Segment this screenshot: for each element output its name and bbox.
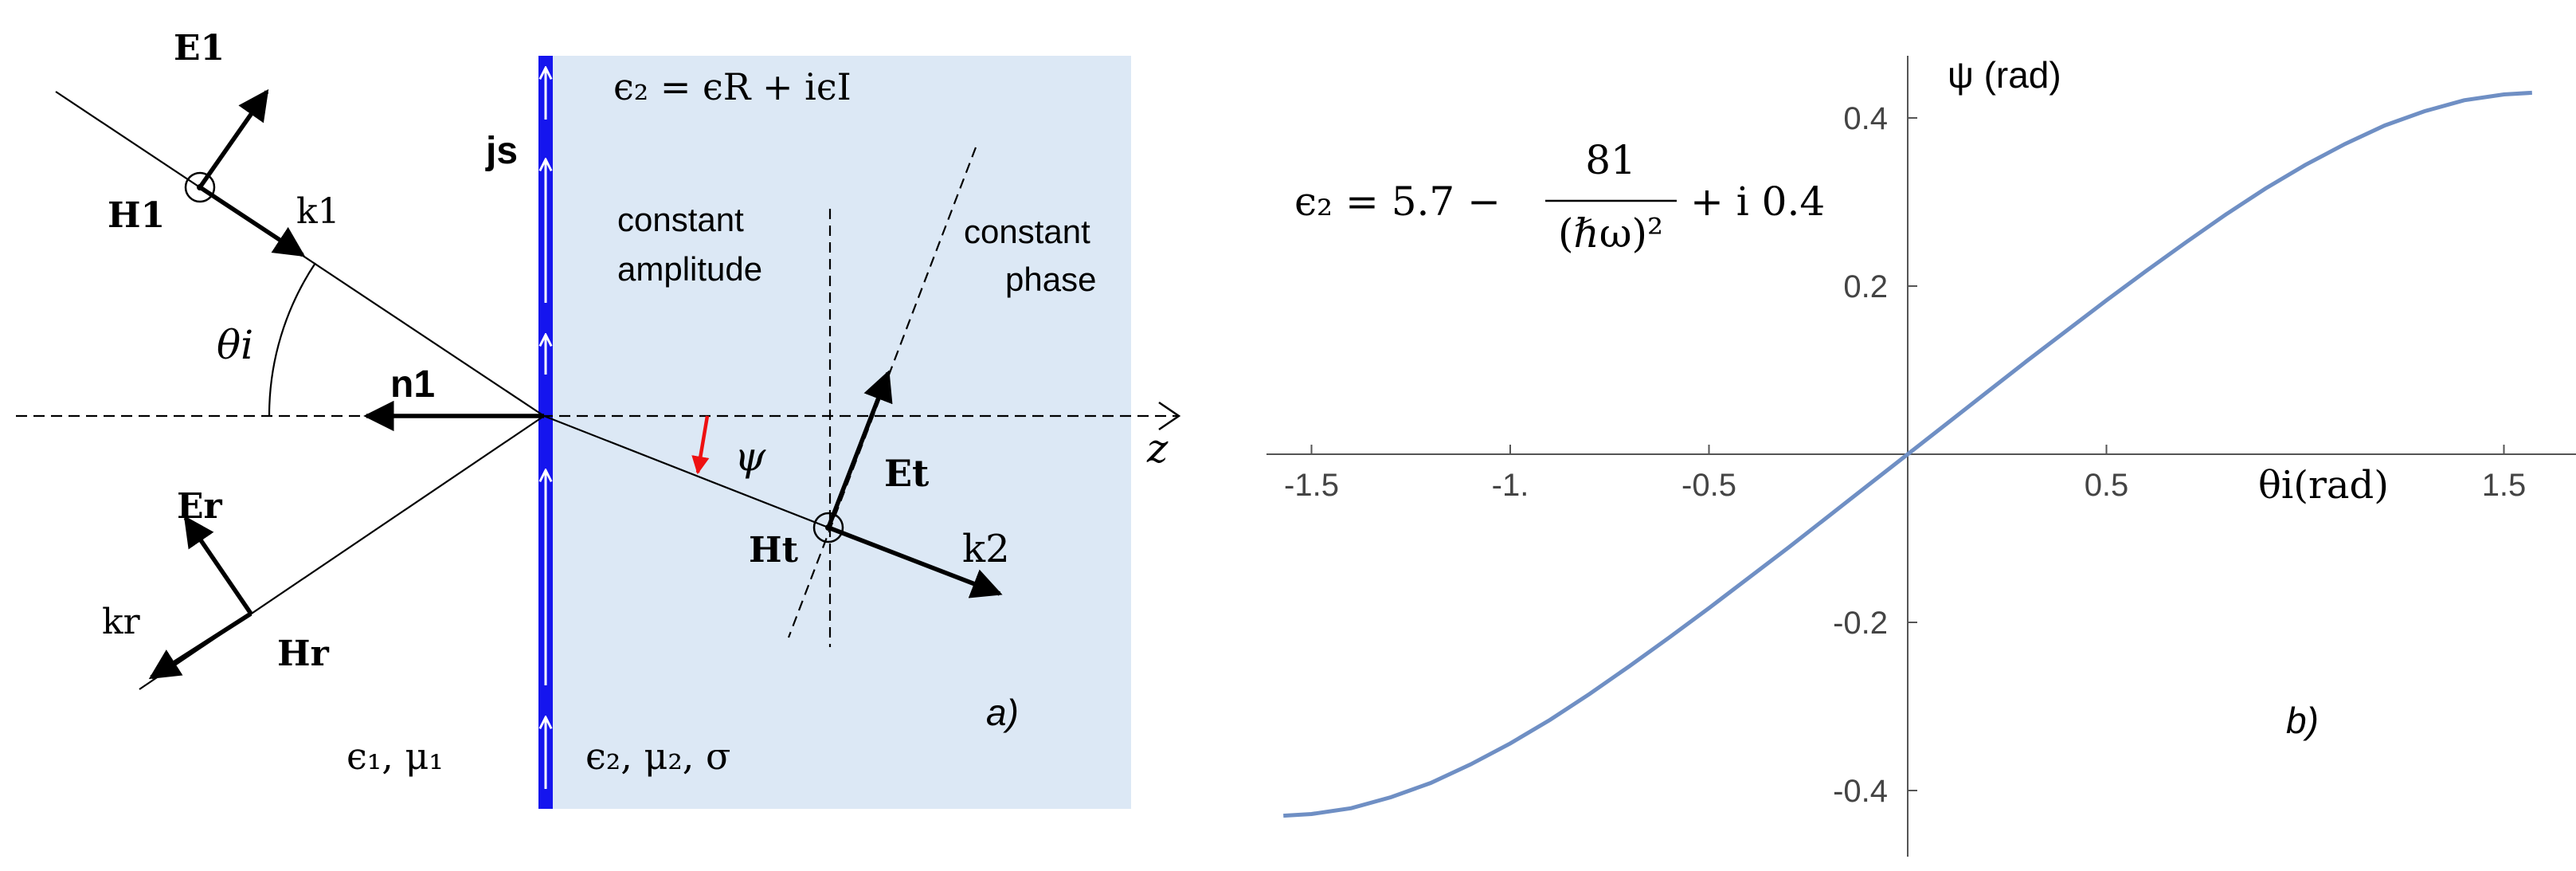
x-axis-label: θi(rad) — [2258, 463, 2389, 508]
H1-circle — [184, 171, 216, 203]
x-tick-label: 0.5 — [2085, 468, 2129, 503]
panel-a: ϵ₂ = ϵR + iϵI js E1 H1 k1 θi n1 z ψ Er H… — [16, 28, 1181, 809]
k2-arrow — [828, 525, 1003, 598]
x-tick-label: -0.5 — [1681, 468, 1736, 503]
y-axis-label: ψ (rad) — [1948, 54, 2061, 96]
eps2-formula: ϵ₂ = ϵR + iϵI — [613, 65, 851, 108]
formula-numerator: 81 — [1585, 137, 1636, 183]
formula-rhs: + i 0.4 — [1690, 179, 1825, 225]
constant-phase-plane — [787, 147, 977, 638]
medium-1-label: ϵ₁, μ₁ — [346, 735, 444, 778]
n1-label: n1 — [390, 363, 435, 406]
k1-label: k1 — [296, 191, 340, 232]
medium-2-label: ϵ₂, μ₂, σ — [585, 735, 730, 778]
constant-phase-label-1: constant — [964, 213, 1090, 250]
E1-arrow — [198, 88, 269, 189]
transmitted-ray — [543, 414, 829, 529]
x-ticks: -1.5 -1. -0.5 0.5 1.5 — [1284, 445, 2526, 503]
H1-label: H1 — [108, 195, 165, 236]
psi-red-arrow — [691, 415, 710, 475]
theta-i-arc — [268, 262, 316, 417]
x-tick-label: 1.5 — [2482, 468, 2527, 503]
Et-label: Et — [884, 452, 930, 495]
kr-label: kr — [102, 602, 141, 642]
panel-a-label: a) — [986, 692, 1019, 733]
E1-label: E1 — [174, 28, 225, 69]
k1-arrow — [198, 185, 306, 257]
z-axis-arrowhead — [1158, 401, 1181, 431]
z-label: z — [1146, 426, 1169, 472]
constant-amplitude-label-1: constant — [617, 201, 744, 238]
x-tick-label: -1.5 — [1284, 468, 1339, 503]
Er-label: Er — [177, 486, 223, 527]
constant-amplitude-label-2: amplitude — [617, 250, 762, 288]
js-label: js — [485, 130, 518, 172]
psi-label: ψ — [734, 434, 766, 480]
Ht-label: Ht — [749, 530, 799, 571]
H1-dot — [197, 184, 203, 190]
constant-phase-label-2: phase — [1005, 261, 1096, 298]
y-tick-label: -0.4 — [1833, 774, 1888, 809]
y-tick-label: 0.2 — [1843, 269, 1888, 304]
surface-current-strip — [538, 56, 553, 809]
panel-b: -1.5 -1. -0.5 0.5 1.5 0.4 0.2 -0.2 -0.4 ψ (rad)… — [1266, 54, 2576, 857]
y-ticks: 0.4 0.2 -0.2 -0.4 — [1833, 101, 1917, 809]
k2-label: k2 — [962, 527, 1010, 571]
kr-arrow — [148, 611, 253, 680]
Ht-circle — [812, 512, 844, 543]
y-tick-label: 0.4 — [1843, 101, 1888, 136]
Et-arrow — [826, 370, 893, 528]
y-tick-label: -0.2 — [1833, 606, 1888, 641]
theta-i-label: θi — [217, 322, 253, 368]
Er-arrow — [183, 515, 253, 615]
x-tick-label: -1. — [1492, 468, 1529, 503]
medium-2-region — [542, 56, 1131, 809]
formula-denominator: (ℏω)² — [1558, 210, 1663, 257]
psi-curve — [1283, 90, 2532, 818]
panel-b-label: b) — [2286, 700, 2319, 741]
Hr-label: Hr — [277, 634, 330, 674]
formula-lhs: ϵ₂ = 5.7 − — [1294, 179, 1501, 225]
